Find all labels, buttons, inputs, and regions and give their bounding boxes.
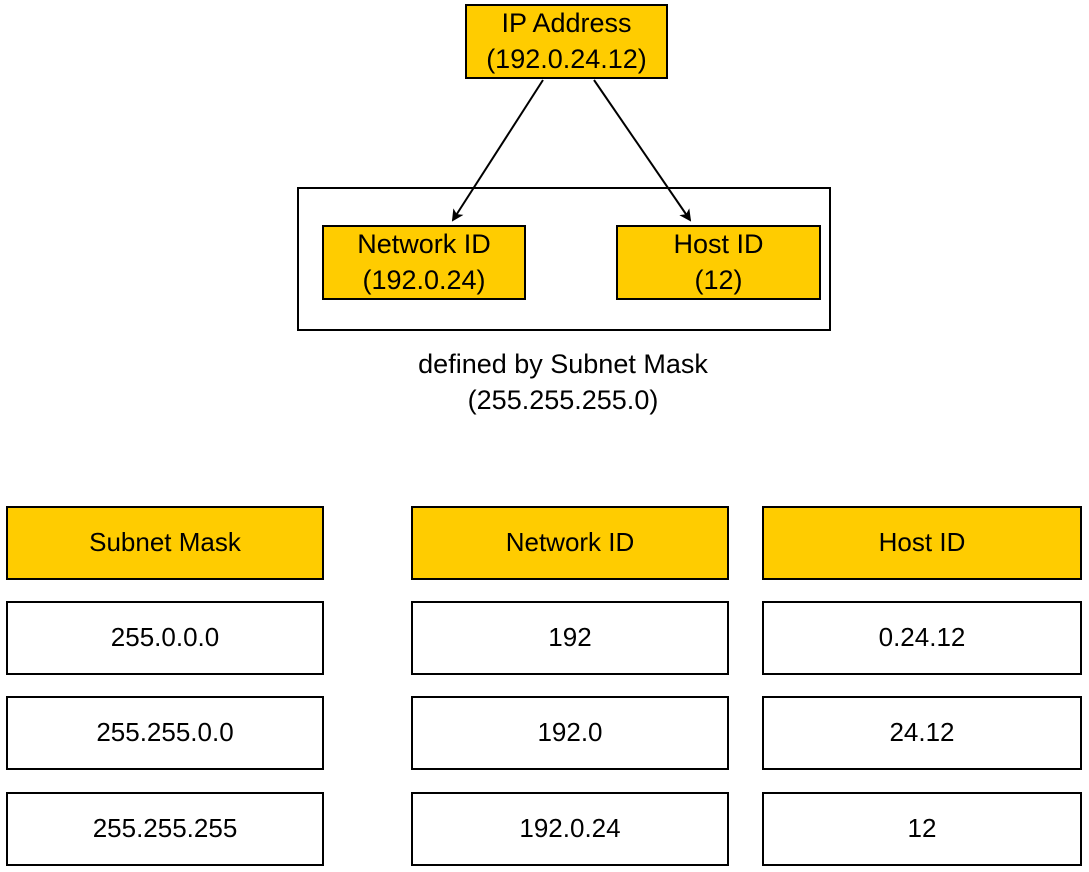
subnet-mask-caption: defined by Subnet Mask (255.255.255.0) bbox=[363, 346, 763, 419]
arrow-to-host-id bbox=[593, 79, 692, 222]
subnet-group-container bbox=[297, 187, 831, 331]
cell-host-id: 12 bbox=[907, 813, 937, 844]
cell-host-id: 24.12 bbox=[889, 717, 955, 748]
cell-subnet-mask: 255.255.255 bbox=[92, 813, 238, 844]
caption-line-1: defined by Subnet Mask bbox=[418, 349, 708, 379]
cell-network-id: 192.0.24 bbox=[519, 813, 621, 844]
arrow-to-network-id bbox=[451, 79, 544, 222]
network-id-label: Network ID bbox=[357, 229, 491, 260]
table-cell: 255.255.0.0 bbox=[6, 696, 324, 770]
host-id-node: Host ID (12) bbox=[616, 225, 821, 300]
header-subnet-mask-label: Subnet Mask bbox=[89, 527, 241, 558]
table-cell: 192.0 bbox=[411, 696, 729, 770]
header-host-id-label: Host ID bbox=[878, 527, 966, 558]
network-id-value: (192.0.24) bbox=[362, 264, 486, 295]
header-network-id-label: Network ID bbox=[505, 527, 635, 558]
caption-line-2: (255.255.255.0) bbox=[467, 385, 659, 416]
header-network-id: Network ID bbox=[411, 506, 729, 580]
header-subnet-mask: Subnet Mask bbox=[6, 506, 324, 580]
table-cell: 192.0.24 bbox=[411, 792, 729, 866]
host-id-label: Host ID bbox=[673, 229, 764, 260]
network-id-node: Network ID (192.0.24) bbox=[322, 225, 526, 300]
cell-host-id: 0.24.12 bbox=[878, 622, 966, 653]
ip-address-value: (192.0.24.12) bbox=[486, 43, 647, 74]
cell-network-id: 192.0 bbox=[537, 717, 603, 748]
host-id-value: (12) bbox=[694, 264, 743, 295]
ip-address-label: IP Address bbox=[501, 8, 632, 39]
cell-network-id: 192 bbox=[548, 622, 592, 653]
ip-address-node: IP Address (192.0.24.12) bbox=[465, 4, 668, 79]
table-cell: 12 bbox=[762, 792, 1082, 866]
table-cell: 255.255.255 bbox=[6, 792, 324, 866]
table-cell: 24.12 bbox=[762, 696, 1082, 770]
cell-subnet-mask: 255.0.0.0 bbox=[110, 622, 220, 653]
table-cell: 255.0.0.0 bbox=[6, 601, 324, 675]
header-host-id: Host ID bbox=[762, 506, 1082, 580]
cell-subnet-mask: 255.255.0.0 bbox=[96, 717, 234, 748]
table-cell: 0.24.12 bbox=[762, 601, 1082, 675]
table-cell: 192 bbox=[411, 601, 729, 675]
